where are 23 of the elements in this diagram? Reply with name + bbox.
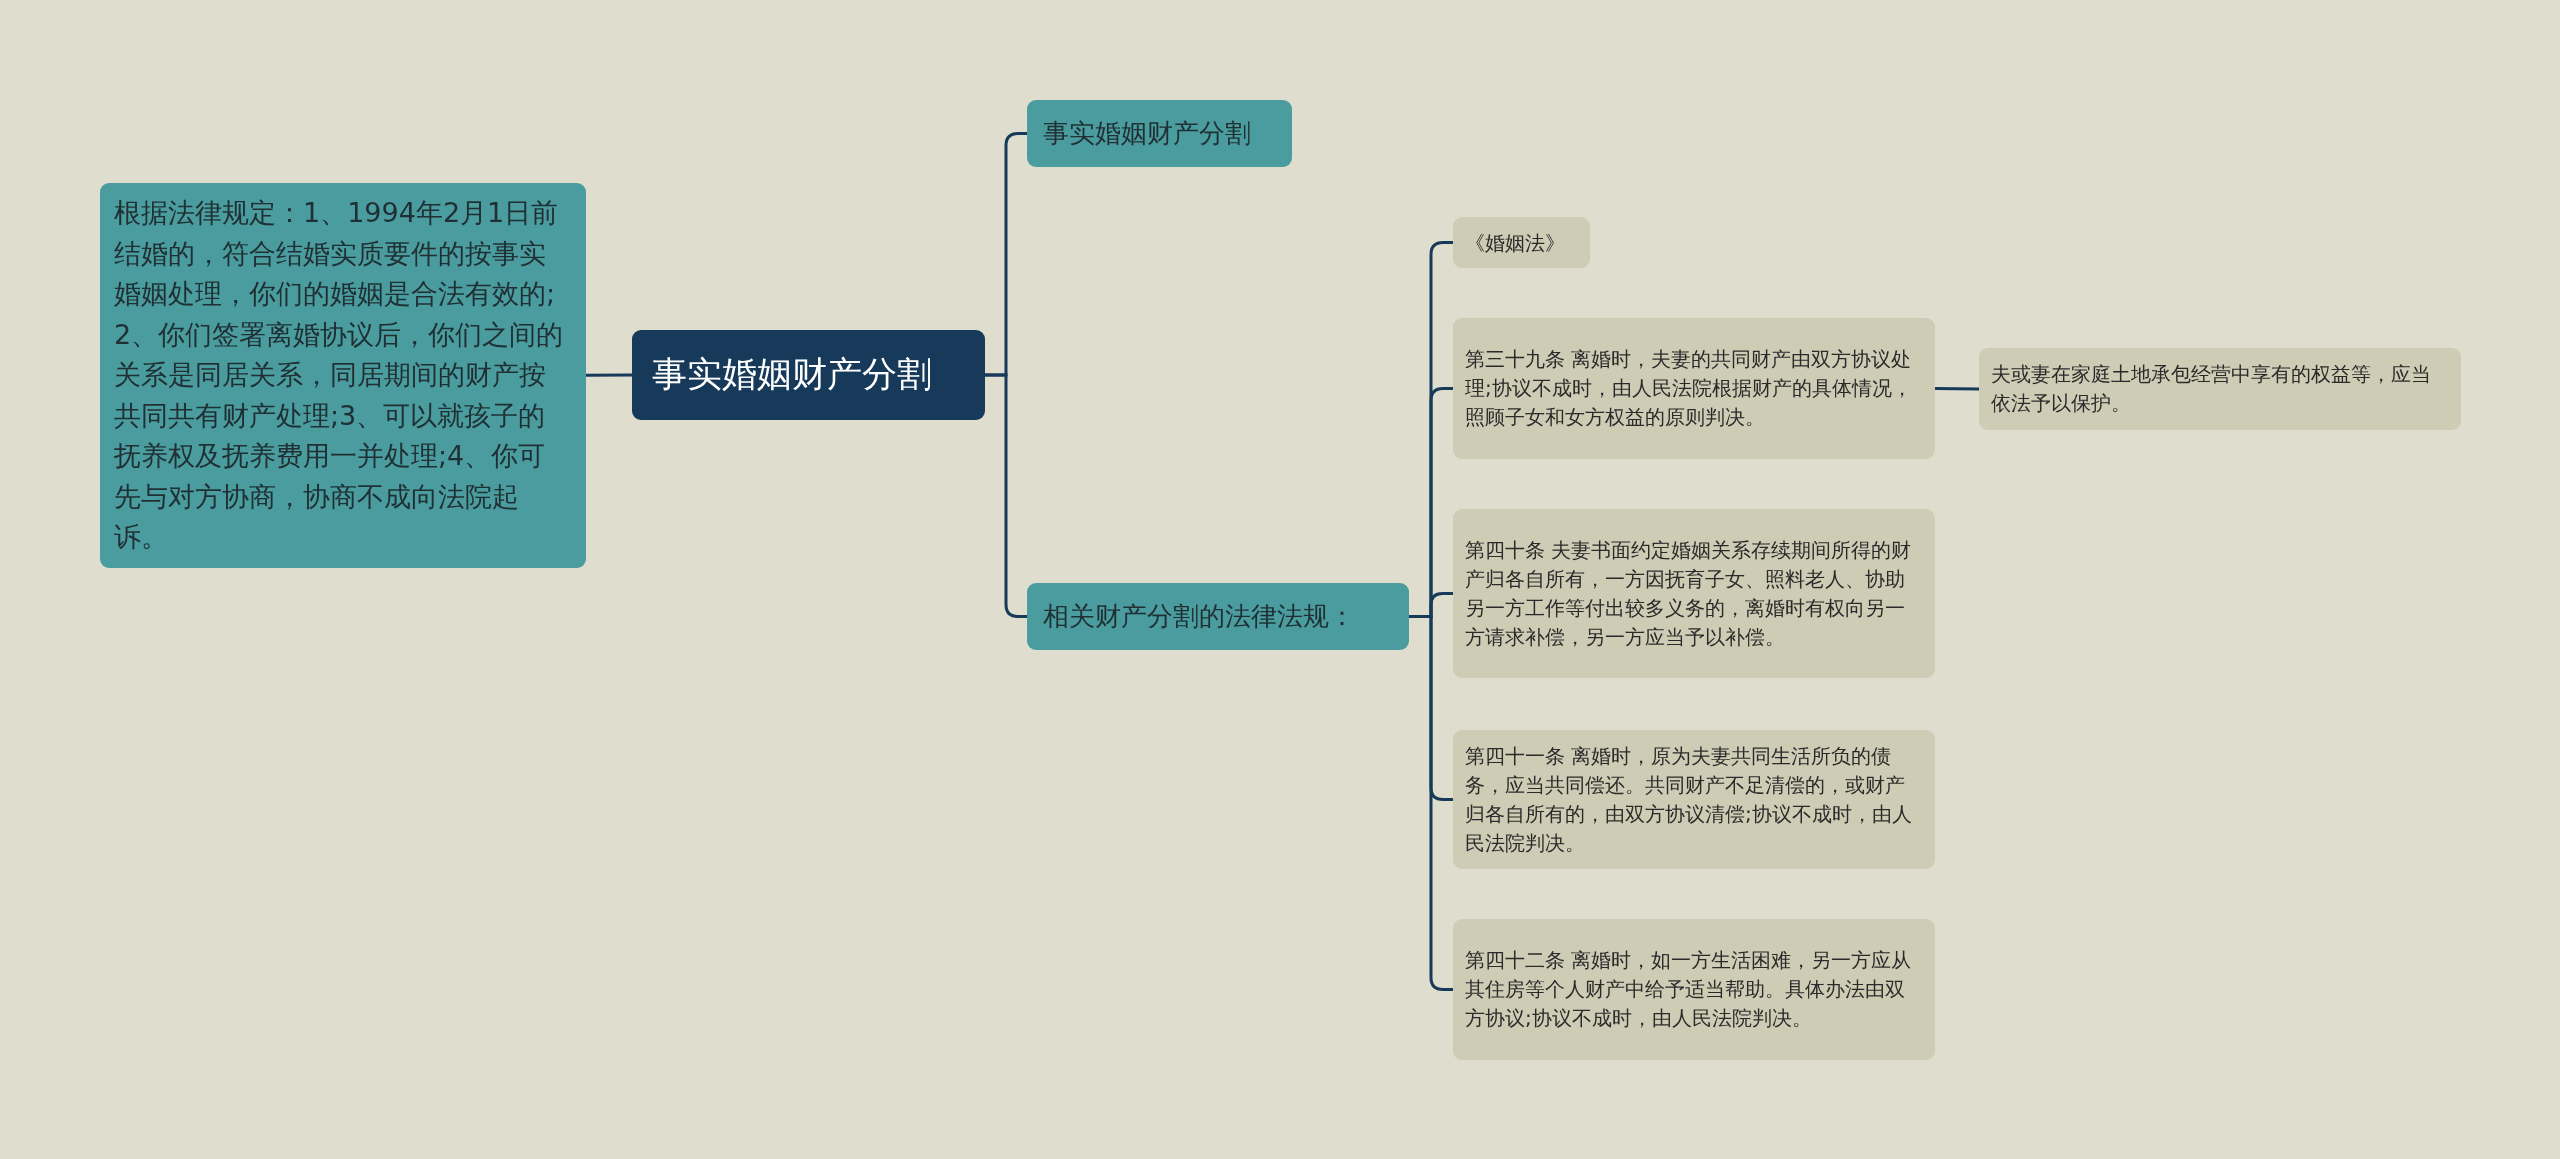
subtopic-box xyxy=(1453,217,1590,268)
topic-text: 事实婚姻财产分割 xyxy=(652,353,932,397)
subtopic-box xyxy=(1453,730,1935,869)
connector-line xyxy=(586,373,632,377)
topic-text: 第四十一条 离婚时，原为夫妻共同生活所负的债务，应当共同偿还。共同财产不足清偿的，或财产归各自所有的，由双方协议清偿;协议不成时，由人民法院判决。 xyxy=(1465,742,1913,857)
topic-text: 根据法律规定：1、1994年2月1日前结婚的，符合结婚实质要件的按事实婚姻处理，你们的婚姻是合法有效的;2、你们签署离婚协议后，你们之间的关系是同居关系，同居期间的财产按共同共有财产处理;3、可以就孩子的抚养权及抚养费用一并处理;4、你可先与对方协商，协商不成向法院起诉。 xyxy=(114,196,565,554)
topic-text: 第三十九条 离婚时，夫妻的共同财产由双方协议处理;协议不成时，由人民法院根据财产的具体情况，照顾子女和女方权益的原则判决。 xyxy=(1465,346,1913,431)
connector-line xyxy=(1935,387,1979,391)
topic-text: 事实婚姻财产分割 xyxy=(1043,116,1251,150)
topic-text: 《婚姻法》 xyxy=(1465,229,1565,256)
topic-box xyxy=(1027,100,1292,167)
subtopic-box xyxy=(1453,919,1935,1060)
subtopic-box xyxy=(1453,509,1935,678)
connector-line xyxy=(1409,615,1453,991)
topic-text: 第四十条 夫妻书面约定婚姻关系存续期间所得的财产归各自所有，一方因抚育子女、照料老人、协助另一方工作等付出较多义务的，离婚时有权向另一方请求补偿，另一方应当予以补偿。 xyxy=(1465,536,1913,651)
topic-box xyxy=(1027,583,1409,650)
topic-text: 第四十二条 离婚时，如一方生活困难，另一方应从其住房等个人财产中给予适当帮助。具体办法由双方协议;协议不成时，由人民法院判决。 xyxy=(1465,947,1913,1032)
topic-text: 相关财产分割的法律法规： xyxy=(1043,599,1355,633)
topic-text: 夫或妻在家庭土地承包经营中享有的权益等，应当依法予以保护。 xyxy=(1991,361,2432,417)
subtopic-box xyxy=(1453,318,1935,459)
central-topic xyxy=(632,330,985,420)
subtopic-box xyxy=(1979,348,2461,430)
connector-line xyxy=(985,373,1027,618)
